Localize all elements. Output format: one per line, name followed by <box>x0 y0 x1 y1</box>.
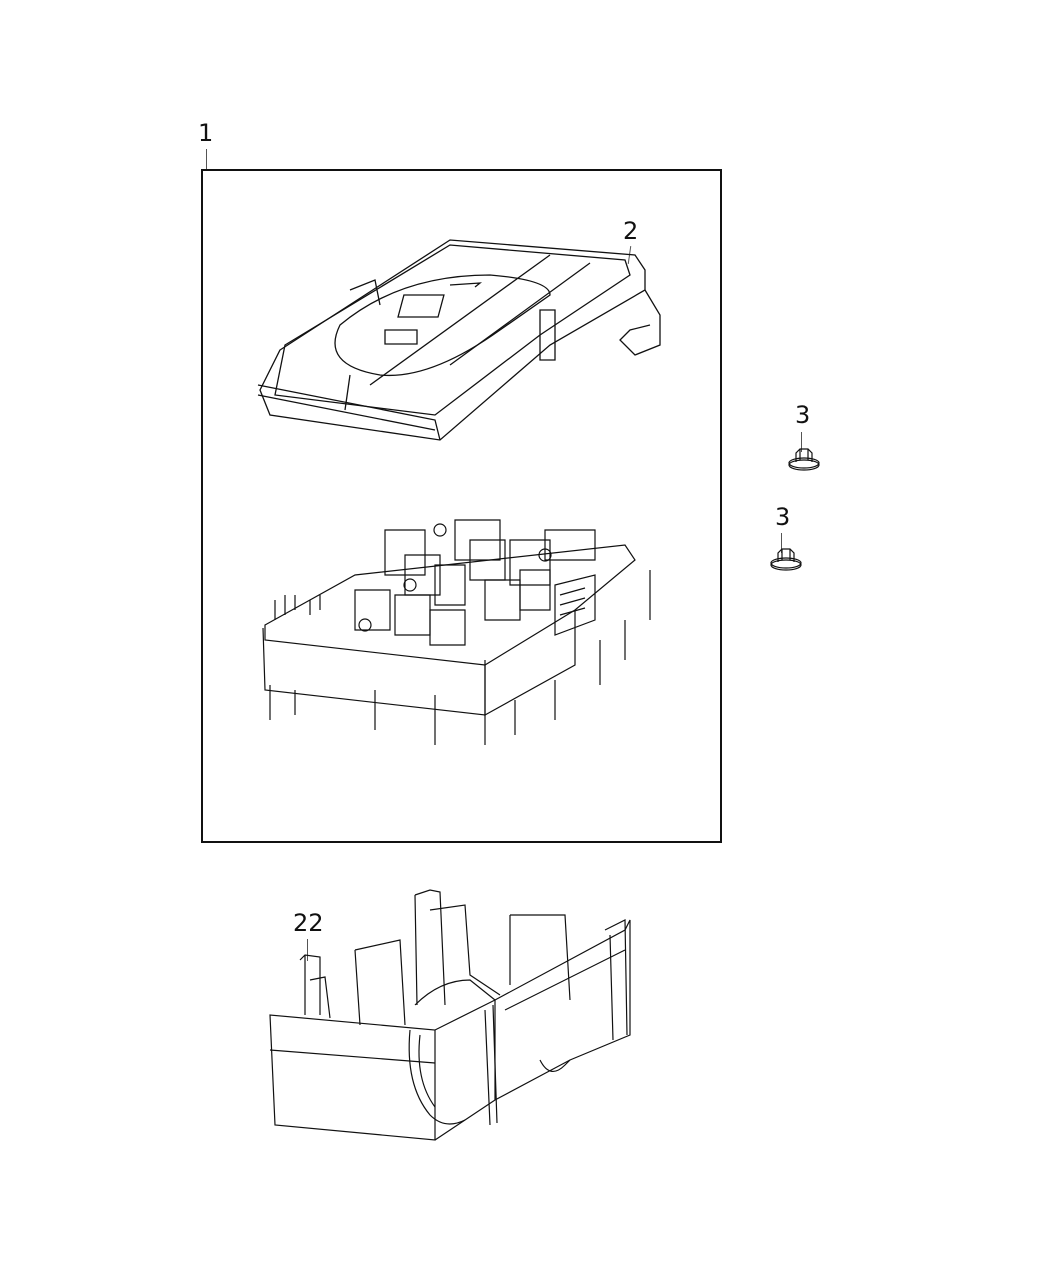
callout-22-label: 22 <box>293 909 324 937</box>
callout-22-leader <box>307 939 308 961</box>
fuse-box-bracket-drawing <box>265 885 635 1145</box>
callout-3-upper-leader <box>801 432 802 452</box>
flange-nut-lower-drawing <box>768 548 804 572</box>
callout-1-label: 1 <box>198 119 214 147</box>
flange-nut-upper-drawing <box>786 448 822 472</box>
callout-3-lower-leader <box>781 533 782 553</box>
callout-3-upper-label: 3 <box>795 401 811 429</box>
callout-2-label: 2 <box>623 217 639 245</box>
fuse-box-base-drawing <box>255 500 665 750</box>
fuse-box-cover-drawing <box>250 235 670 445</box>
assembly-frame <box>201 169 722 843</box>
callout-3-lower-label: 3 <box>775 503 791 531</box>
callout-1-leader <box>206 149 207 169</box>
